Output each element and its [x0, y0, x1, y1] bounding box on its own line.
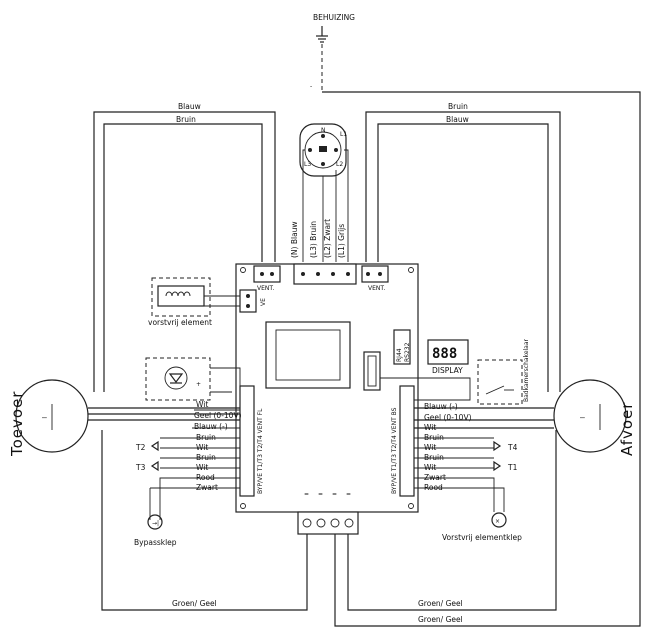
svg-text:-: - [310, 83, 312, 90]
sensor-t4-label: T4 [507, 443, 518, 452]
right-motor: — Afvoer [414, 379, 636, 456]
right-terminal-block: BYP/VE T1/T3 T2/T4 VENT BS [391, 385, 415, 497]
gnd-pin-1: = [318, 491, 323, 498]
ground-connector: = = = = [297, 491, 359, 535]
svg-text:→|: →| [152, 520, 159, 527]
left-wire-3: Bruin [196, 433, 216, 442]
right-wire-5: Bruin [424, 453, 444, 462]
heater-conn-label: VE [260, 298, 267, 306]
wire-label-left-blue: Blauw [178, 102, 201, 111]
mains-wire-labels: (N) Blauw (L3) Bruin (L2) Zwart (L1) Gri… [290, 219, 346, 258]
left-block-label: BYP/VE T1/T3 T2/T4 VENT FL [257, 408, 264, 494]
plug-pin-l1: L1 [340, 131, 347, 138]
sensor-t2: T2 [135, 440, 159, 452]
left-terminal-block: BYP/VE T1/T3 T2/T4 VENT FL [239, 385, 264, 497]
ground-label-bottom: Groen/ Geel [418, 615, 463, 624]
right-wire-6: Wit [424, 463, 436, 472]
vent-right-label: VENT. [368, 285, 385, 292]
right-wire-list: Blauw (-) Geel (0-10V) Wit Bruin Wit Bru… [414, 402, 500, 492]
right-wire-4: Wit [424, 443, 436, 452]
mains-l1-grey: (L1) Grijs [337, 224, 346, 258]
plug-pin-l2: L2 [336, 161, 343, 168]
right-wire-8: Rood [424, 483, 443, 492]
rs232-label: RS232 [404, 342, 411, 362]
left-wire-5: Bruin [196, 453, 216, 462]
left-wire-list: Wit Geel (0-10V) Blauw (-) Bruin Wit Bru… [150, 400, 242, 492]
gnd-pin-2: = [332, 491, 337, 498]
right-wire-1: Geel (0-10V) [424, 413, 472, 422]
sensor-t3-label: T3 [135, 463, 146, 472]
housing-label: BEHUIZING [313, 13, 355, 22]
housing-ground: BEHUIZING - [310, 13, 355, 92]
wire-label-right-brown: Bruin [448, 102, 468, 111]
left-wire-2: Blauw (-) [194, 422, 228, 431]
gnd-pin-3: = [346, 491, 351, 498]
plug-pin-n: N [321, 127, 326, 134]
plug-pin-l3: L3 [304, 161, 311, 168]
display: 888 DISPLAY [427, 339, 469, 375]
heater-label: vorstvrij element [148, 318, 212, 327]
svg-text:—: — [580, 413, 585, 422]
wire-label-left-brown: Bruin [176, 115, 196, 124]
sensor-t1-label: T1 [507, 463, 518, 472]
bypass-valve: →| Bypassklep [134, 477, 180, 547]
main-board: VENT. VENT. VE RJ44 RS232 [235, 263, 419, 513]
ground-label-mid: Groen/ Geel [418, 599, 463, 608]
left-wire-7: Rood [196, 473, 215, 482]
right-wire-3: Bruin [424, 433, 444, 442]
mains-l3-brown: (L3) Bruin [309, 221, 318, 258]
frost-valve-label: Vorstvrij elementklep [442, 533, 522, 542]
right-wire-2: Wit [424, 423, 436, 432]
bathroom-switch: Badkamerschakelaar [380, 338, 530, 405]
display-label: DISPLAY [432, 366, 463, 375]
rj44-label: RJ44 [396, 348, 403, 362]
sensor-t4: T4 [493, 440, 518, 452]
light-sensor: + [145, 357, 241, 401]
mains-n-blue: (N) Blauw [290, 221, 299, 258]
left-wire-1: Geel (0-10V) [194, 411, 242, 420]
gnd-pin-0: = [304, 491, 309, 498]
svg-text:×: × [495, 518, 500, 525]
left-wire-6: Wit [196, 463, 208, 472]
frost-valve: × Vorstvrij elementklep [442, 477, 522, 542]
svg-text:+: + [196, 381, 201, 388]
left-wire-4: Wit [196, 443, 208, 452]
bypass-valve-label: Bypassklep [134, 538, 177, 547]
sensor-t1: T1 [493, 460, 518, 472]
left-motor: — Toevoer [8, 379, 240, 457]
wire-label-right-blue: Blauw [446, 115, 469, 124]
right-motor-label: Afvoer [618, 402, 636, 456]
ground-label-left: Groen/ Geel [172, 599, 217, 608]
mains-l2-black: (L2) Zwart [323, 219, 332, 258]
display-digits: 888 [432, 346, 457, 362]
svg-text:—: — [42, 413, 47, 422]
vent-left-label: VENT. [257, 285, 274, 292]
sensor-t2-label: T2 [135, 443, 146, 452]
frost-heater: vorstvrij element [148, 277, 240, 327]
right-wire-7: Zwart [424, 473, 446, 482]
bathroom-switch-label: Badkamerschakelaar [523, 338, 530, 402]
right-wire-0: Blauw (-) [424, 402, 458, 411]
left-wire-8: Zwart [196, 483, 218, 492]
left-motor-label: Toevoer [8, 391, 26, 457]
right-block-label: BYP/VE T1/T3 T2/T4 VENT BS [391, 407, 398, 494]
sensor-t3: T3 [135, 460, 159, 472]
left-wire-0: Wit [196, 400, 208, 409]
mains-plug: N L1 L2 L3 [299, 123, 349, 262]
